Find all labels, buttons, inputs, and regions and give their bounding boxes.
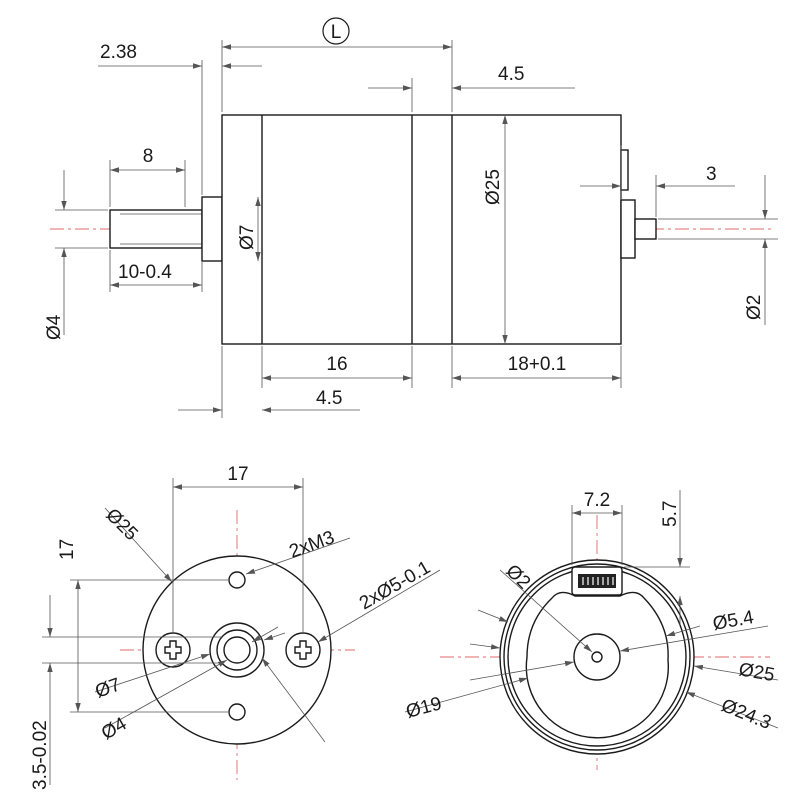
dim-2-38-label: 2.38 bbox=[100, 42, 137, 63]
rear-dim-5-7-label: 5.7 bbox=[660, 501, 681, 527]
dim-d2-label: Ø2 bbox=[744, 295, 765, 320]
side-view: L 2.38 4.5 8 10-0.4 Ø4 Ø7 Ø25 bbox=[44, 17, 778, 418]
dim-d25-label: Ø25 bbox=[483, 169, 504, 205]
m3-hole-bottom bbox=[228, 703, 246, 721]
dim-d4-label: Ø4 bbox=[44, 314, 65, 340]
dim-d7-label: Ø7 bbox=[237, 225, 258, 250]
m3-hole-top bbox=[228, 571, 246, 589]
screw-right bbox=[285, 632, 321, 668]
front-leader-d7 bbox=[94, 653, 211, 693]
rear-dim-d24-3-label: Ø24.3 bbox=[718, 695, 774, 734]
dim-10-0-4-label: 10-0.4 bbox=[118, 262, 172, 283]
rear-leader-d25 bbox=[693, 664, 779, 681]
rear-connector-pin-slots bbox=[582, 577, 614, 585]
front-dim-d7-label: Ø7 bbox=[93, 674, 124, 702]
rear-boss bbox=[620, 199, 636, 259]
dim-8-label: 8 bbox=[143, 146, 154, 167]
front-shaft-circle bbox=[223, 636, 251, 664]
rear-dim-7-2-label: 7.2 bbox=[584, 490, 610, 511]
front-leader-2xm3 bbox=[245, 537, 351, 575]
dim-4-5-bottom-label: 4.5 bbox=[316, 388, 342, 409]
rear-ring-2 bbox=[503, 563, 691, 751]
front-view: 17 17 3.5-0.02 Ø25 2xM3 2xØ5-0.1 Ø7 Ø4 bbox=[30, 464, 441, 790]
rear-shaft bbox=[634, 218, 657, 240]
front-hub-outer bbox=[209, 622, 265, 678]
motor-body bbox=[221, 114, 622, 345]
rear-shaft-circle bbox=[591, 651, 603, 663]
rear-view: 7.2 5.7 Ø2 Ø5.4 Ø25 Ø19 Ø24.3 bbox=[404, 490, 779, 770]
front-dim-17-v-label: 17 bbox=[57, 539, 78, 560]
rear-connector bbox=[620, 149, 629, 191]
dim-L-circle bbox=[322, 17, 350, 45]
rear-boss-circle bbox=[573, 633, 621, 681]
front-hub-inner bbox=[216, 629, 258, 671]
output-shaft bbox=[109, 209, 203, 249]
front-leader-d25 bbox=[104, 507, 173, 583]
rear-leader-d19 bbox=[404, 677, 529, 713]
dim-L-label: L bbox=[331, 22, 342, 43]
rear-leader-d24-3 bbox=[685, 691, 779, 729]
front-boss bbox=[201, 196, 223, 262]
dim-16-label: 16 bbox=[326, 354, 347, 375]
rear-dim-d19-label: Ø19 bbox=[404, 693, 444, 723]
rear-leader-d5-4 bbox=[619, 625, 769, 653]
front-dim-3-5-label: 3.5-0.02 bbox=[30, 720, 51, 790]
front-dim-2xm3-label: 2xM3 bbox=[287, 527, 338, 563]
rear-dim-d5-4-label: Ø5.4 bbox=[711, 607, 756, 635]
rear-dim-d25-label: Ø25 bbox=[737, 659, 776, 686]
front-flange-circle bbox=[142, 555, 332, 745]
front-leader-2xd5 bbox=[317, 569, 441, 643]
dim-4-5-top-label: 4.5 bbox=[498, 64, 524, 85]
rear-leader-d2 bbox=[499, 569, 593, 653]
rear-outer-circle bbox=[499, 559, 695, 755]
front-dim-17-h-label: 17 bbox=[227, 464, 248, 485]
front-dim-2xd5-label: 2xØ5-0.1 bbox=[356, 557, 434, 614]
dim-18-0-1-label: 18+0.1 bbox=[508, 354, 567, 375]
rear-connector-pins bbox=[578, 574, 616, 588]
dim-3-label: 3 bbox=[706, 164, 717, 185]
rear-inner-cutout bbox=[525, 591, 670, 739]
front-dim-d4-label: Ø4 bbox=[98, 713, 131, 744]
front-leader-d4 bbox=[104, 659, 228, 729]
screw-left bbox=[155, 632, 191, 668]
